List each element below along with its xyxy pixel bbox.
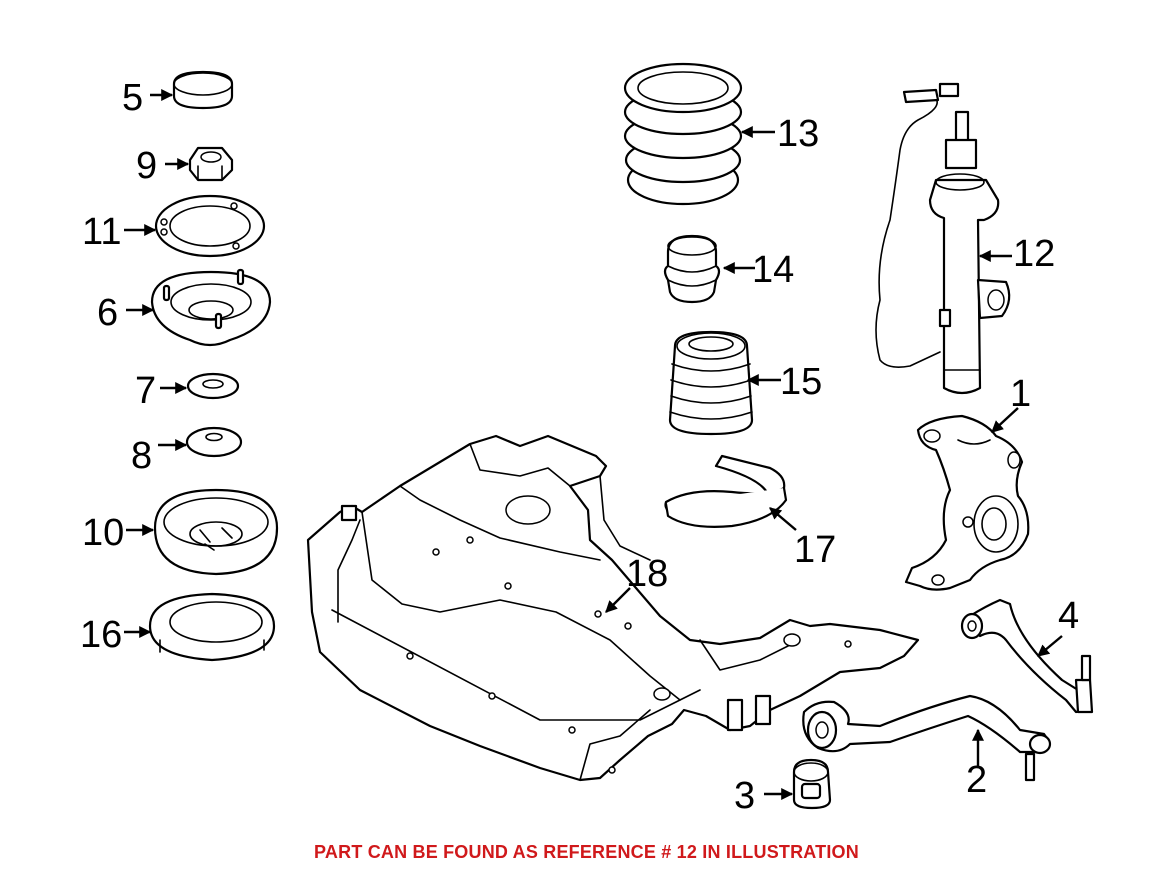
part-17-spring-pad: [664, 454, 788, 528]
arrow-17: [769, 507, 797, 531]
ref-label-15: 15: [780, 361, 822, 403]
ref-label-6: 6: [97, 292, 118, 334]
ref-label-4: 4: [1058, 595, 1079, 637]
part-7-washer: [186, 372, 240, 400]
reference-note: PART CAN BE FOUND AS REFERENCE # 12 IN I…: [314, 842, 859, 862]
part-11-gasket: [154, 194, 266, 258]
part-2-lower-control-arm: [802, 694, 1052, 782]
part-3-bushing: [792, 758, 832, 810]
part-10-spring-seat: [153, 488, 279, 576]
part-14-bump-stop: [663, 234, 721, 304]
arrow-1: [991, 407, 1019, 433]
ref-label-12: 12: [1013, 233, 1055, 275]
ref-label-8: 8: [131, 435, 152, 477]
part-12-strut-assembly: [875, 82, 1011, 395]
part-4-control-arm: [960, 598, 1094, 714]
part-15-dust-boot: [668, 330, 754, 436]
ref-label-7: 7: [135, 370, 156, 412]
ref-label-5: 5: [122, 77, 143, 119]
ref-label-16: 16: [80, 614, 122, 656]
ref-label-10: 10: [82, 512, 124, 554]
part-5-dust-cap: [172, 70, 234, 110]
ref-label-1: 1: [1010, 373, 1031, 415]
part-1-steering-knuckle: [904, 414, 1030, 591]
part-8-washer: [185, 426, 243, 458]
part-9-nut: [188, 146, 234, 182]
ref-label-17: 17: [794, 529, 836, 571]
part-6-strut-mount: [150, 268, 272, 347]
ref-label-3: 3: [734, 775, 755, 817]
ref-label-18: 18: [626, 553, 668, 595]
arrow-4: [1037, 635, 1063, 657]
arrow-18: [605, 587, 631, 613]
ref-label-2: 2: [966, 759, 987, 801]
part-16-spring-insulator: [148, 592, 276, 662]
ref-label-9: 9: [136, 145, 157, 187]
ref-label-14: 14: [752, 249, 794, 291]
part-13-coil-spring: [623, 62, 743, 206]
ref-label-13: 13: [777, 113, 819, 155]
ref-label-11: 11: [82, 211, 121, 253]
